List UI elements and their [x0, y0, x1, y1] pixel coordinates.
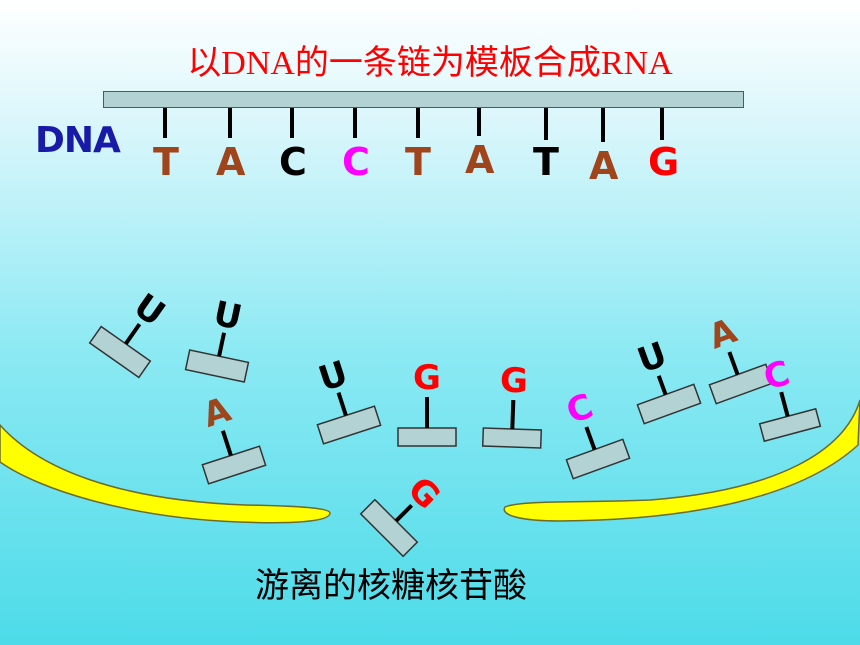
dna-base: A	[465, 138, 495, 182]
nucleotide: G	[359, 469, 448, 558]
nucleotide-letter: C	[760, 353, 794, 398]
nucleotide: G	[481, 361, 543, 449]
dna-base: C	[342, 140, 370, 184]
nucleotide-letter: A	[704, 311, 743, 358]
nucleotide: U	[632, 334, 702, 425]
nucleotide-letter: U	[210, 294, 245, 339]
dna-base-sticks	[163, 108, 664, 142]
nucleotide-letter: C	[561, 386, 598, 432]
dna-base: C	[279, 140, 307, 184]
nucleotide: A	[704, 311, 774, 405]
nucleotide-letter: U	[314, 353, 353, 400]
nucleotide: U	[184, 294, 250, 383]
membrane-right	[503, 399, 860, 522]
dna-base: A	[216, 140, 246, 184]
nucleotide-letter: U	[632, 334, 672, 381]
dna-base: T	[533, 140, 559, 184]
dna-base: A	[589, 144, 619, 188]
page-title: 以DNA的一条链为模板合成RNA	[187, 45, 673, 82]
nucleotide: G	[397, 358, 457, 447]
dna-base: T	[153, 140, 179, 184]
dna-label: DNA	[35, 120, 121, 161]
dna-strand-backbone	[103, 91, 744, 108]
dna-base: G	[648, 140, 680, 184]
nucleotide: U	[88, 286, 172, 379]
nucleotide-letter: U	[126, 286, 172, 335]
dna-base: T	[405, 140, 431, 184]
nucleotide: C	[758, 353, 822, 443]
nucleotide-letter: G	[413, 358, 441, 398]
caption: 游离的核糖核苷酸	[255, 566, 527, 606]
nucleotide-letter: G	[499, 361, 528, 402]
nucleotide: U	[314, 353, 382, 445]
nucleotide: C	[561, 386, 631, 480]
nucleotide: A	[198, 389, 267, 485]
membrane-left	[0, 423, 331, 524]
nucleotide-letter: A	[198, 389, 236, 435]
